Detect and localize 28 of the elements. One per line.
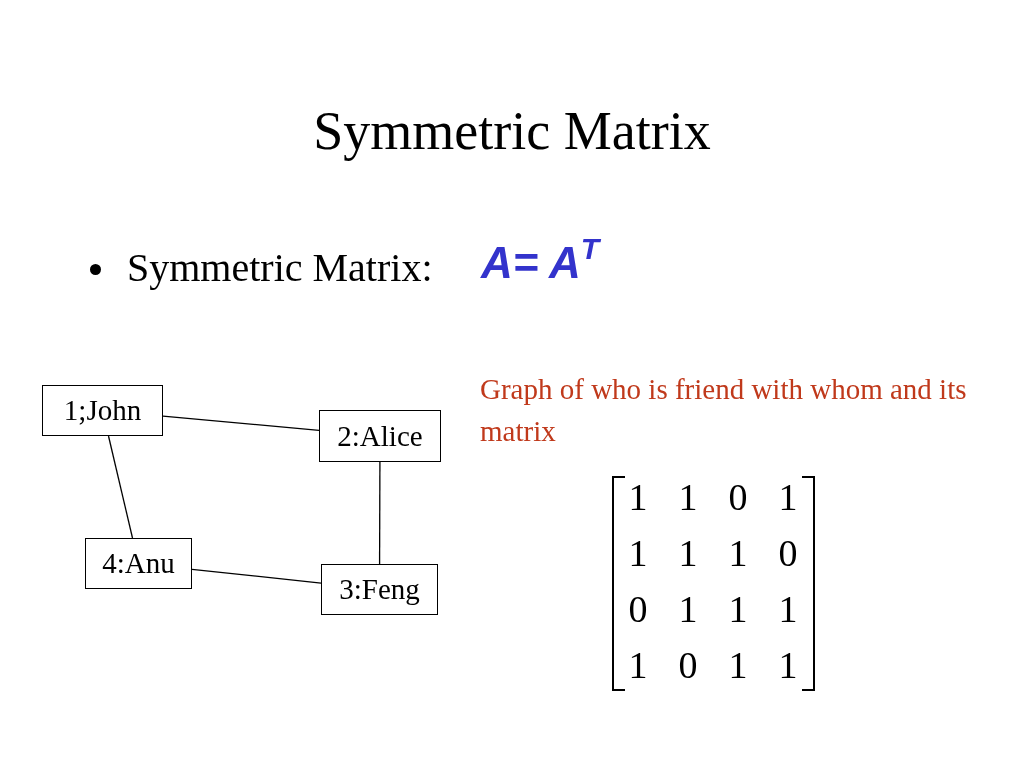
matrix-entry: 1: [727, 643, 749, 687]
matrix-entry: 0: [777, 531, 799, 575]
matrix-entry: 0: [727, 475, 749, 519]
slide-title: Symmetric Matrix: [312, 100, 712, 162]
matrix-entry: 1: [727, 587, 749, 631]
connector-line: [378, 461, 381, 565]
matrix-entry: 0: [677, 643, 699, 687]
matrix-entry: 1: [677, 587, 699, 631]
matrix-entry: 1: [777, 587, 799, 631]
matrix-entry: 1: [777, 643, 799, 687]
name-box: 2:Alice: [319, 410, 441, 462]
connector-line: [162, 415, 320, 432]
connector-line: [191, 568, 322, 584]
name-box: 4:Anu: [85, 538, 192, 589]
bullet-text: Symmetric Matrix:: [127, 244, 433, 291]
name-box: 1;John: [42, 385, 163, 436]
matrix-entry: 1: [627, 643, 649, 687]
note-text: Graph of who is friend with whom and its matrix: [480, 372, 968, 449]
connector-line: [107, 435, 134, 539]
matrix-entry: 1: [777, 475, 799, 519]
name-box: 3:Feng: [321, 564, 438, 615]
matrix-entry: 1: [627, 531, 649, 575]
matrix-entry: 1: [677, 475, 699, 519]
matrix-entry: 0: [627, 587, 649, 631]
matrix-entry: 1: [677, 531, 699, 575]
formula: A= A$^{T}$: [481, 238, 600, 288]
matrix-entry: 1: [727, 531, 749, 575]
matrix-entry: 1: [627, 475, 649, 519]
